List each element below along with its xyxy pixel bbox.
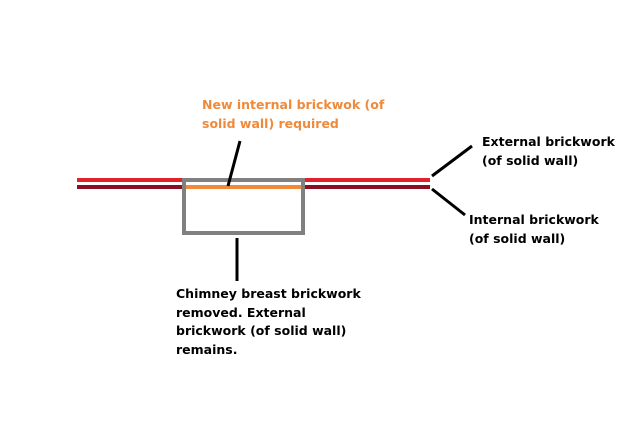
- chimney-breast-label-line-3: brickwork (of solid wall): [176, 323, 347, 338]
- chimney-breast-label-line-2: removed. External: [176, 304, 306, 320]
- internal-brickwork-label-line-1: Internal brickwork: [469, 212, 599, 227]
- internal-leader-line: [431, 187, 466, 217]
- internal-brickwork-label-line-2: (of solid wall): [469, 230, 566, 246]
- external-brickwork-label-line-1: External brickwork: [482, 134, 615, 149]
- external-brickwork-label-line-2: (of solid wall): [482, 152, 579, 168]
- internal-brickwork-label: Internal brickwork (of solid wall): [469, 211, 599, 248]
- chimney-breast-label: Chimney breast brickwork removed. Extern…: [176, 285, 361, 359]
- external-brickwork-label: External brickwork (of solid wall): [482, 133, 615, 170]
- new-internal-brickwork-label-line-1: New internal brickwok (of: [202, 97, 385, 112]
- new-internal-leader-line: [226, 140, 242, 187]
- new-internal-brickwork-label: New internal brickwok (of solid wall) re…: [202, 96, 384, 133]
- new-internal-brickwork-label-line-2: solid wall) required: [202, 115, 339, 131]
- external-leader-line: [431, 144, 473, 178]
- chimney-breast-label-line-1: Chimney breast brickwork: [176, 286, 361, 301]
- chimney-breast-label-line-4: remains.: [176, 341, 238, 357]
